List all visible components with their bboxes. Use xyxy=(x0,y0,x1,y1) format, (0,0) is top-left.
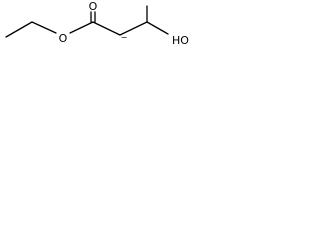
ester-oxygen-label: O xyxy=(59,32,68,45)
bond-ester-oxygen-carbonyl xyxy=(69,21,94,34)
hydroxyl-label: HO xyxy=(172,34,189,47)
carbanion-charge: − xyxy=(121,33,128,42)
bond-carbonyl-carbanion xyxy=(92,21,121,36)
bond-carbanion-carbinol xyxy=(119,21,148,36)
chemical-structure-diagram: O O − HO xyxy=(5,0,189,47)
bond-carbinol-hydroxyl xyxy=(146,21,169,35)
carbonyl-oxygen-label: O xyxy=(89,0,98,13)
bond-methyl-ethyl xyxy=(5,21,33,38)
bond-ethyl-ester-oxygen xyxy=(31,21,57,34)
